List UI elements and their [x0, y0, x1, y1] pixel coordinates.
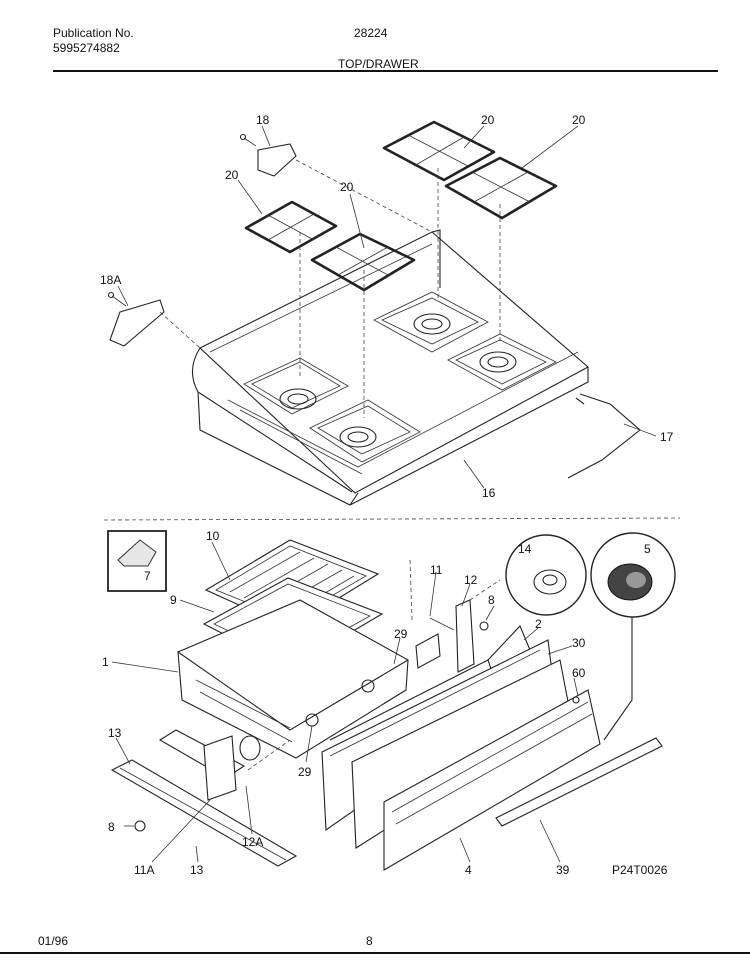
- callout-60: 60: [572, 666, 586, 680]
- screw-60: [572, 696, 580, 704]
- grate-left-rear: [244, 200, 338, 254]
- page-number: 8: [366, 934, 373, 948]
- callout-14: 14: [518, 542, 532, 556]
- publication-label: Publication No.: [53, 26, 134, 40]
- hinge-bracket-18: [239, 133, 297, 177]
- knob-inset-14: [505, 534, 587, 616]
- callout-1: 1: [102, 655, 109, 669]
- callout-11a: 11A: [134, 863, 154, 877]
- hinge-bracket-18a: [107, 291, 165, 347]
- callout-20: 20: [481, 113, 495, 127]
- callout-20: 20: [225, 168, 239, 182]
- callout-13: 13: [108, 726, 122, 740]
- callout-10: 10: [206, 529, 220, 543]
- drawer-panel-4: [383, 689, 601, 871]
- burner-right-front: [447, 333, 557, 391]
- footer-rule: [0, 952, 750, 954]
- callout-20: 20: [340, 180, 354, 194]
- callout-4: 4: [465, 863, 472, 877]
- callout-39: 39: [556, 863, 570, 877]
- callout-30: 30: [572, 636, 586, 650]
- callout-12: 12: [464, 573, 478, 587]
- footer-date: 01/96: [38, 934, 69, 948]
- callout-12a: 12A: [242, 835, 263, 849]
- burner-right-rear: [373, 291, 489, 353]
- callout-13: 13: [190, 863, 204, 877]
- callout-8: 8: [108, 820, 115, 834]
- cooktop-assembly: [191, 229, 589, 506]
- wire-17: [567, 393, 641, 479]
- header-rule: [53, 70, 718, 72]
- callout-29: 29: [394, 627, 408, 641]
- callout-8: 8: [488, 593, 495, 607]
- screw-8-lower: [134, 820, 146, 832]
- callout-20: 20: [572, 113, 586, 127]
- burner-left-rear: [243, 357, 349, 415]
- callout-9: 9: [170, 593, 177, 607]
- callout-2: 2: [535, 617, 542, 631]
- callout-18a: 18A: [100, 273, 121, 287]
- bracket-12: [429, 599, 475, 673]
- inset-box-7: [107, 530, 167, 592]
- burner-left-front: [309, 399, 421, 463]
- callout-16: 16: [482, 486, 496, 500]
- screw-8: [479, 621, 489, 631]
- trim-strip-39: [495, 737, 663, 827]
- slide-bracket-12a: [203, 735, 261, 801]
- grate-right-rear: [382, 120, 496, 182]
- callout-7: 7: [144, 569, 151, 583]
- callout-17: 17: [660, 430, 674, 444]
- callout-29: 29: [298, 765, 312, 779]
- publication-number: 5995274882: [53, 41, 120, 55]
- knob-inset-5: [590, 532, 676, 618]
- grate-right-front: [444, 156, 558, 220]
- callout-18: 18: [256, 113, 270, 127]
- figure-code: P24T0026: [612, 863, 668, 877]
- grate-left-front: [310, 232, 416, 292]
- section-title: TOP/DRAWER: [338, 57, 419, 71]
- callout-11: 11: [430, 563, 443, 577]
- model-number: 28224: [354, 26, 388, 40]
- callout-5: 5: [644, 542, 651, 556]
- drawer-body-1: [176, 599, 441, 759]
